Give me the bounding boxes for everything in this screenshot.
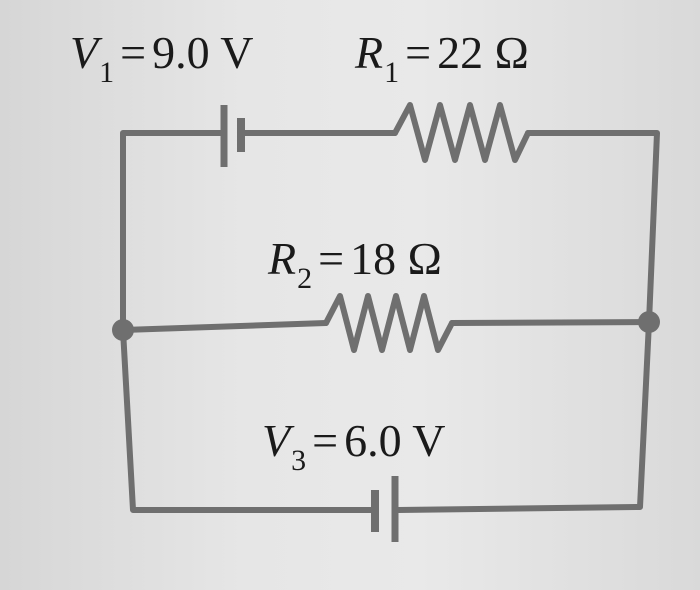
junction-left — [112, 319, 134, 341]
r1-subscript: 1 — [384, 56, 400, 89]
junction-right — [638, 311, 660, 333]
v3-symbol: V — [262, 415, 291, 466]
battery-v1 — [220, 105, 245, 167]
bottom-wire-right — [395, 319, 652, 513]
v3-subscript: 3 — [291, 444, 307, 477]
r1-value: 22 Ω — [437, 27, 529, 78]
v1-symbol: V — [70, 27, 99, 78]
v3-value: 6.0 V — [344, 415, 446, 466]
v1-subscript: 1 — [99, 56, 115, 89]
middle-wire-right — [449, 319, 652, 326]
r2-subscript: 2 — [297, 262, 313, 295]
r2-value: 18 Ω — [350, 233, 442, 284]
label-v1: V1=9.0 V — [70, 27, 254, 88]
bottom-wire-left — [120, 327, 375, 513]
r2-equals: = — [318, 233, 345, 284]
r1-equals: = — [405, 27, 432, 78]
label-v3: V3=6.0 V — [262, 415, 446, 476]
resistor-r1 — [392, 102, 531, 163]
top-wire-left — [120, 130, 225, 333]
resistor-r2 — [323, 293, 455, 353]
v3-equals: = — [312, 415, 339, 466]
label-r1: R1=22 Ω — [355, 27, 529, 88]
r2-symbol: R — [268, 233, 297, 284]
v1-value: 9.0 V — [152, 27, 254, 78]
r1-symbol: R — [355, 27, 384, 78]
battery-v3 — [371, 476, 399, 542]
v1-equals: = — [120, 27, 147, 78]
middle-wire-left — [120, 320, 329, 333]
top-wire-right — [525, 130, 660, 325]
label-r2: R2=18 Ω — [268, 233, 442, 294]
